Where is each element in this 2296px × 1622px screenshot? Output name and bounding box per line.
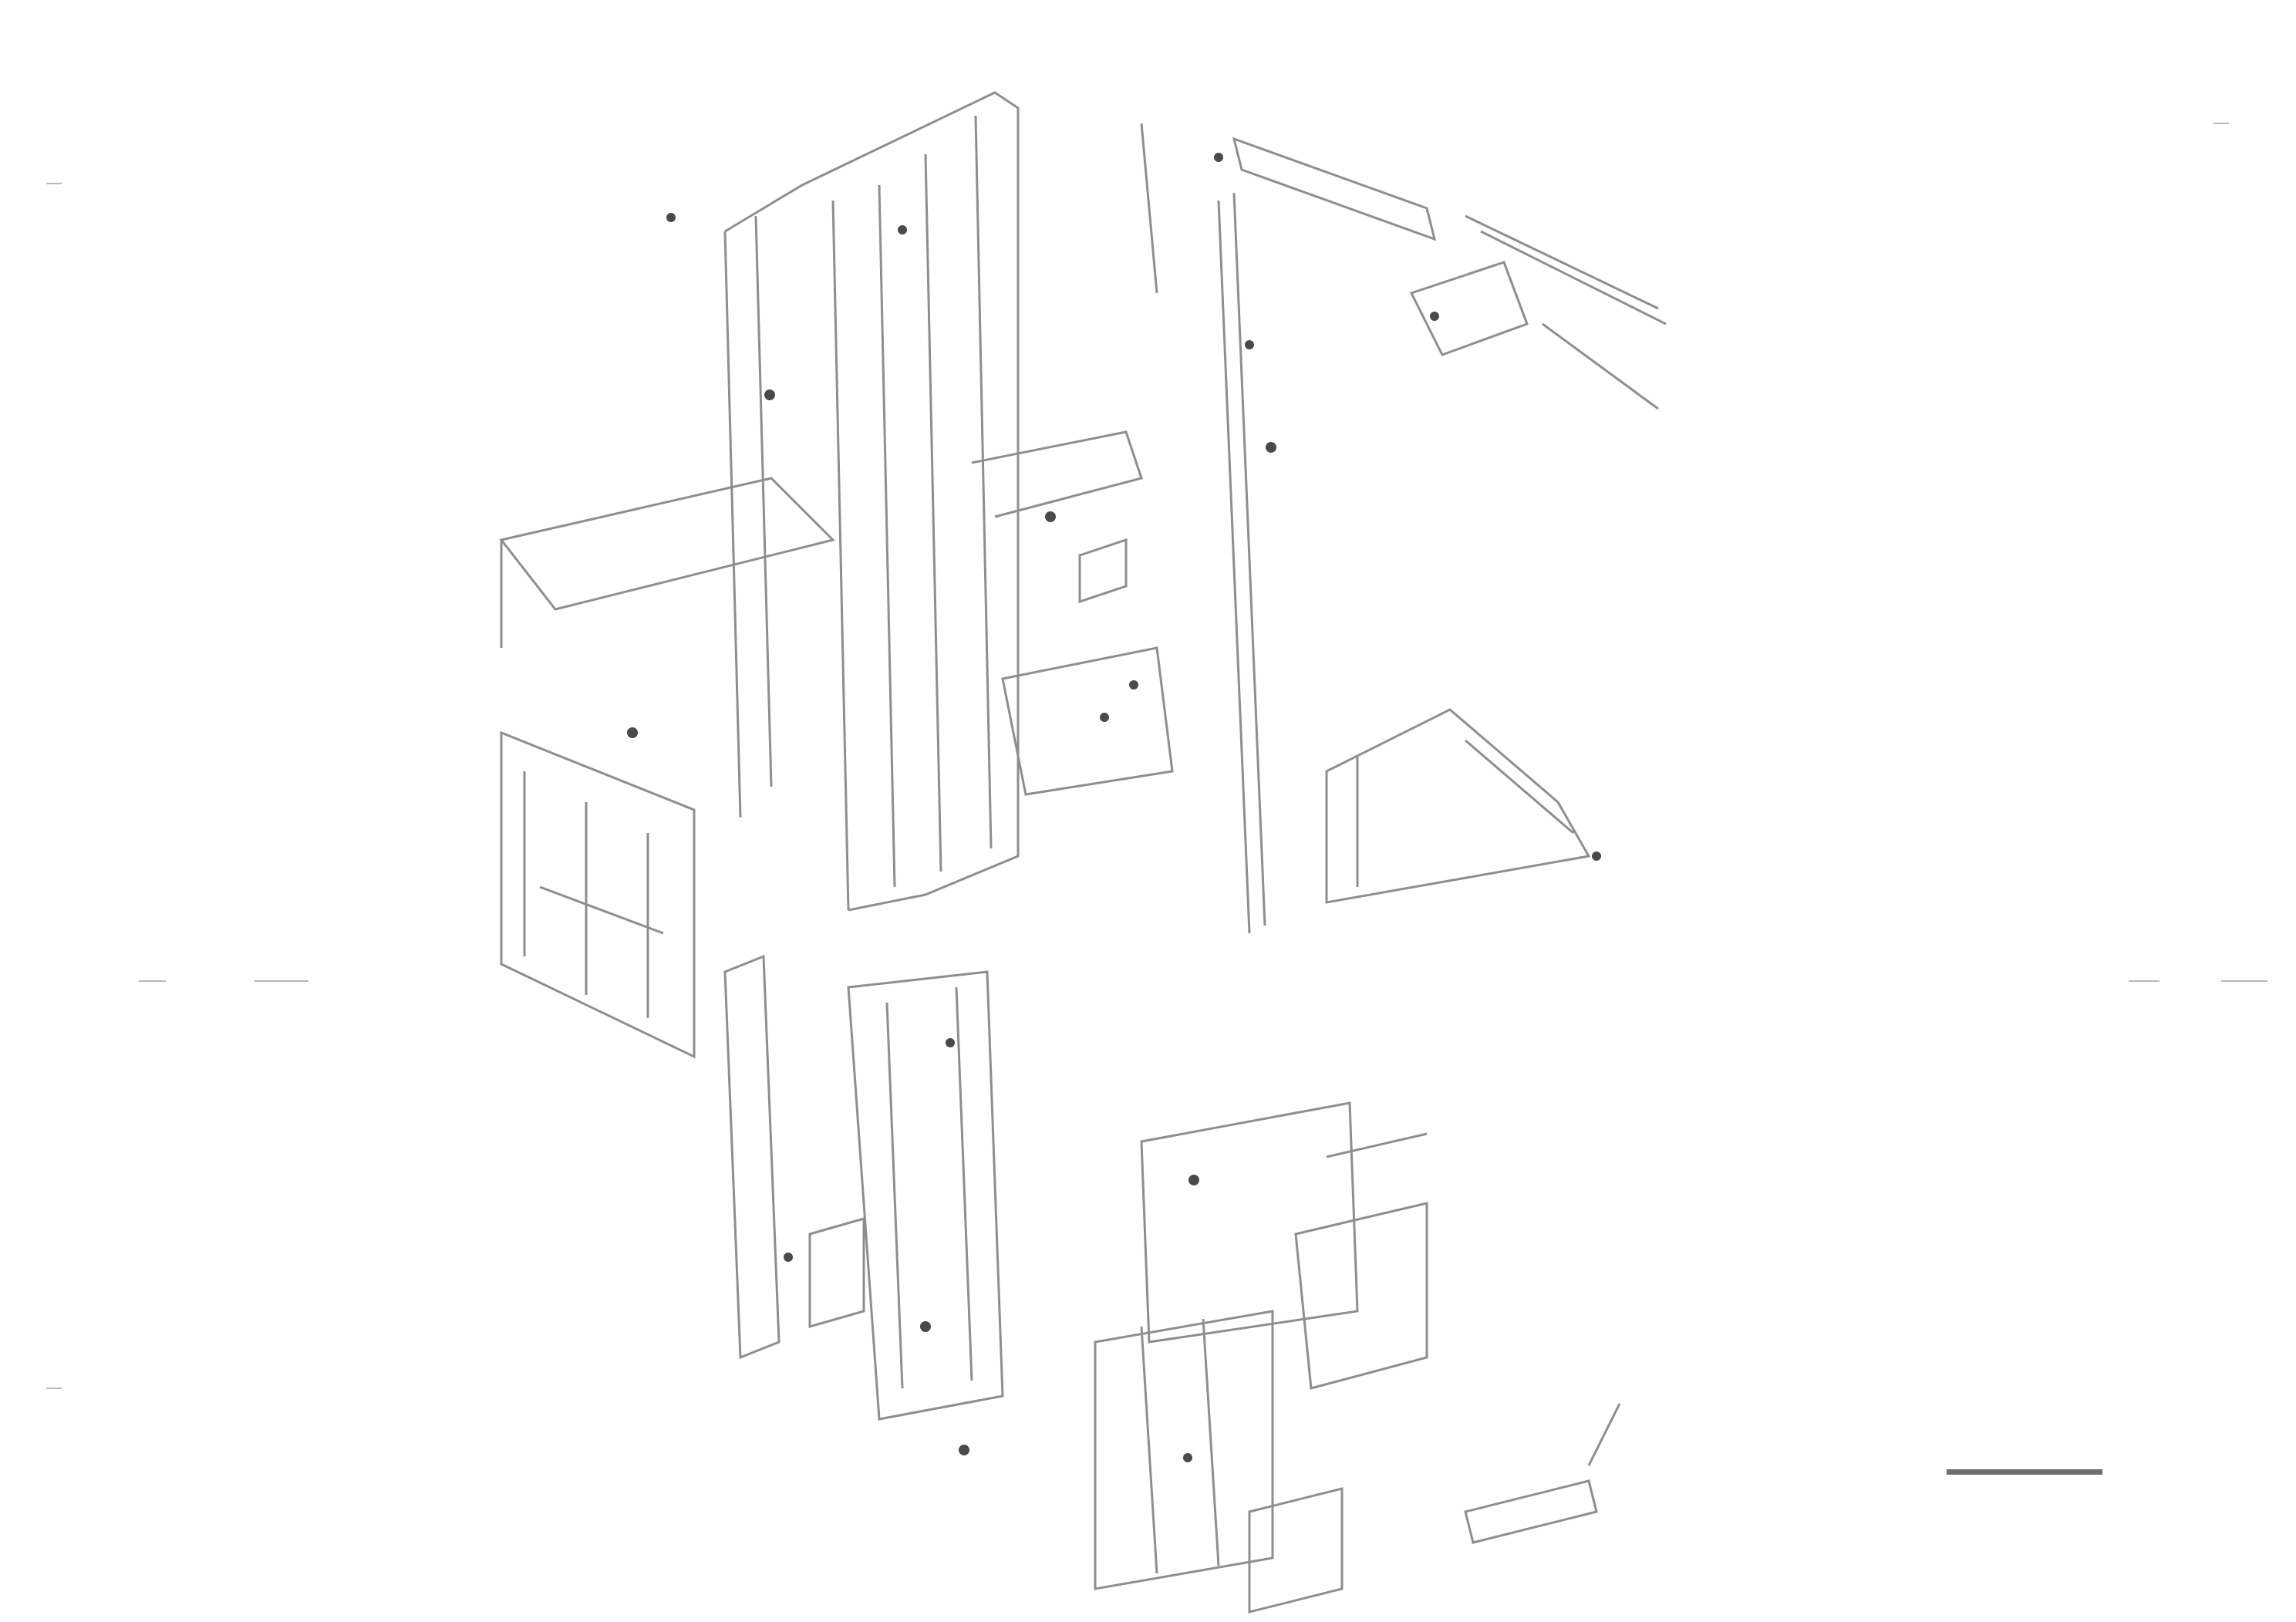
left-panel [499, 477, 835, 1059]
reference-rule [1947, 1469, 2102, 1475]
side-plate [1325, 708, 1591, 904]
crosshair-marks [46, 123, 2267, 1389]
lower-right-housing [1094, 1101, 1428, 1614]
center-bracket [971, 123, 1266, 934]
bottom-right-link [1464, 1403, 1621, 1544]
fasteners [627, 153, 1601, 1462]
drawing-reference-block [1944, 1469, 2106, 1540]
main-frame-assembly [723, 91, 1020, 912]
right-rail-assembly [1232, 137, 1667, 410]
lower-column [723, 954, 1004, 1421]
